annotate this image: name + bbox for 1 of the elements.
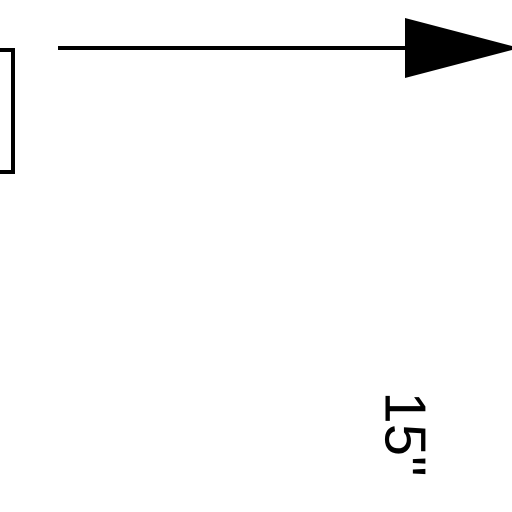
dimension-label: 15" — [376, 391, 434, 477]
